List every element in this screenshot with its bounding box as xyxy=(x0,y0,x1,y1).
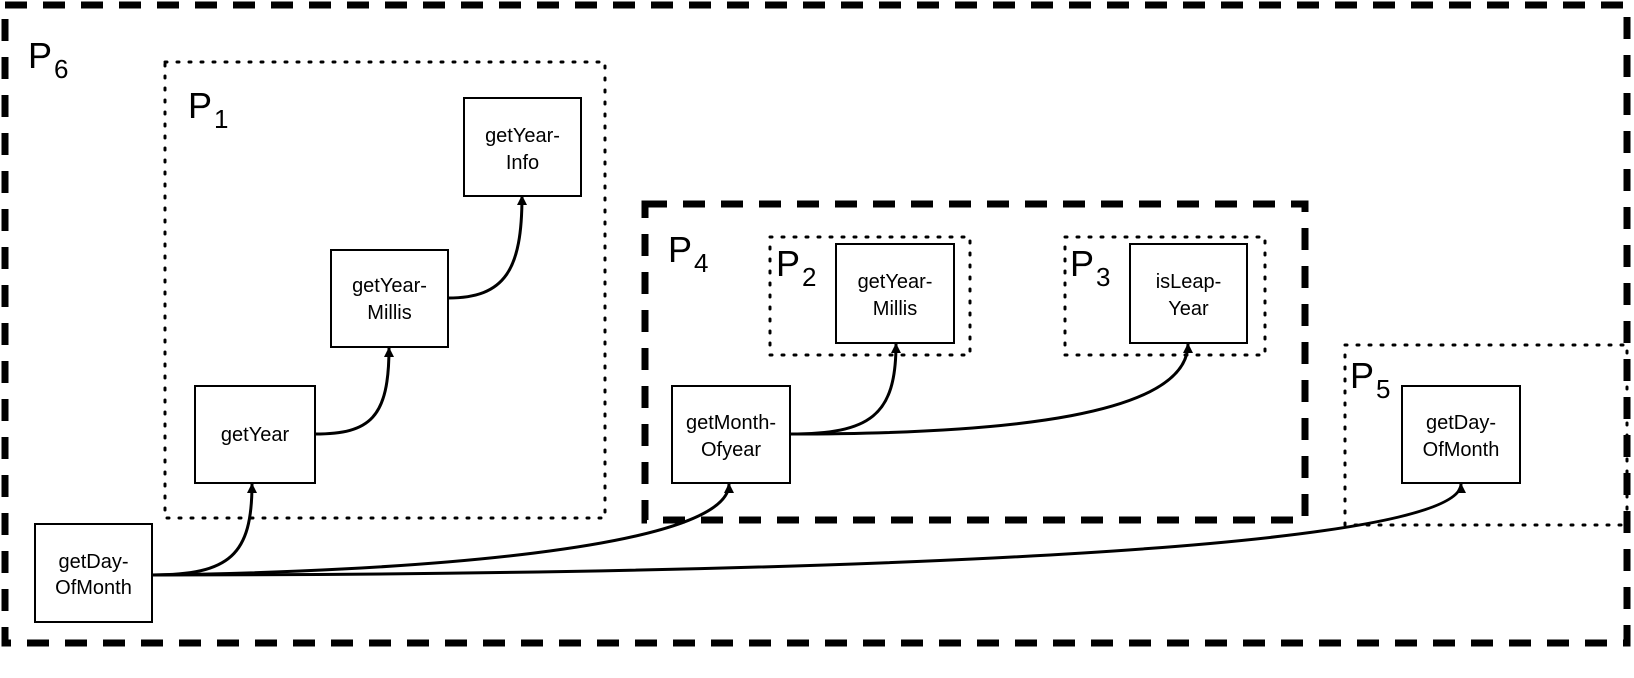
node-getdayofmonth-root: getDay- OfMonth xyxy=(34,523,153,623)
edge-yearmillis-to-yearinfo xyxy=(447,195,527,300)
node-getmonthofyear: getMonth- Ofyear xyxy=(671,385,791,484)
node-getyear: getYear xyxy=(194,385,316,484)
svg-text:Ofyear: Ofyear xyxy=(701,439,761,461)
svg-text:OfMonth: OfMonth xyxy=(1423,439,1500,461)
region-p3 xyxy=(1063,235,1267,357)
svg-text:Info: Info xyxy=(506,152,539,174)
region-p4-label: P4 xyxy=(668,229,708,278)
region-p5 xyxy=(1343,343,1629,527)
edge-monthofyear-to-yearmillis-p2 xyxy=(789,343,901,436)
edge-getyear-to-yearmillis xyxy=(314,347,394,436)
svg-text:OfMonth: OfMonth xyxy=(55,577,132,599)
svg-text:getYear-: getYear- xyxy=(485,125,560,147)
svg-text:isLeap-: isLeap- xyxy=(1156,271,1222,293)
svg-text:getYear-: getYear- xyxy=(858,271,933,293)
region-p6-label: P6 xyxy=(28,35,68,84)
region-p2-label: P2 xyxy=(776,243,816,292)
svg-text:getYear: getYear xyxy=(221,424,290,446)
node-isleapyear: isLeap- Year xyxy=(1129,243,1248,344)
svg-text:getDay-: getDay- xyxy=(58,551,128,573)
svg-text:getDay-: getDay- xyxy=(1426,412,1496,434)
node-getyearmillis-p1: getYear- Millis xyxy=(330,249,449,348)
edge-monthofyear-to-isleapyear xyxy=(789,343,1193,436)
region-p6 xyxy=(1,1,1631,647)
node-getdayofmonth-p5: getDay- OfMonth xyxy=(1401,385,1521,484)
svg-text:getYear-: getYear- xyxy=(352,275,427,297)
svg-text:Millis: Millis xyxy=(873,298,917,320)
edge-dayofmonth-to-dayofmonth-p5 xyxy=(151,483,1466,577)
edge-dayofmonth-to-getyear xyxy=(151,483,257,577)
svg-text:getMonth-: getMonth- xyxy=(686,412,776,434)
svg-text:Millis: Millis xyxy=(367,302,411,324)
region-p2 xyxy=(768,235,972,357)
edge-dayofmonth-to-monthofyear xyxy=(151,483,734,577)
node-getyearmillis-p2: getYear- Millis xyxy=(835,243,955,344)
region-p3-label: P3 xyxy=(1070,243,1110,292)
region-p4 xyxy=(641,200,1309,524)
region-p1 xyxy=(163,60,607,520)
node-getyearinfo: getYear- Info xyxy=(463,97,582,197)
svg-text:Year: Year xyxy=(1168,298,1209,320)
region-p1-label: P1 xyxy=(188,85,228,134)
region-p5-label: P5 xyxy=(1350,355,1390,404)
